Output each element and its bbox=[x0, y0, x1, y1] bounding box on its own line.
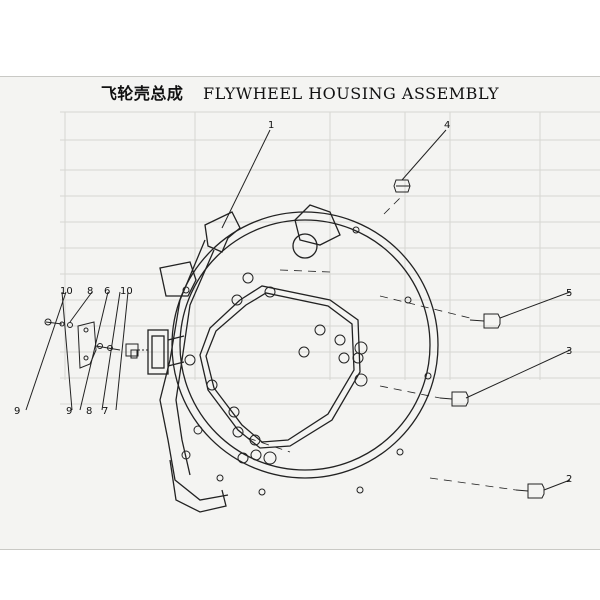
callout-9-left: 9 bbox=[14, 406, 20, 417]
housing-outer-flange bbox=[171, 211, 439, 479]
flywheel-housing bbox=[147, 204, 439, 513]
housing-side-plate bbox=[147, 329, 169, 375]
callout-1: 1 bbox=[268, 120, 274, 131]
exploded-right-parts bbox=[393, 179, 545, 499]
housing-left-wall-inner bbox=[175, 249, 215, 476]
callouts: 1 4 5 3 2 10 8 6 10 9 9 8 7 bbox=[14, 120, 572, 485]
housing-left-bracket bbox=[159, 261, 197, 297]
alignment-lines bbox=[247, 197, 517, 491]
ghost-table bbox=[60, 111, 600, 405]
washer-10-upper bbox=[59, 321, 65, 327]
bolt-3 bbox=[451, 391, 469, 407]
bolt-9-upper bbox=[45, 321, 63, 325]
callout-8-bottom: 8 bbox=[86, 406, 92, 417]
housing-holes bbox=[181, 226, 432, 496]
title-english: FLYWHEEL HOUSING ASSEMBLY bbox=[202, 84, 500, 103]
leader-lines bbox=[25, 129, 571, 491]
plug-4 bbox=[393, 179, 411, 193]
housing-inner-window-lip bbox=[205, 292, 355, 443]
housing-top-left-flange bbox=[204, 211, 241, 253]
exploded-left-parts bbox=[44, 318, 150, 369]
callout-10-left: 10 bbox=[60, 286, 73, 297]
paper-sheet bbox=[0, 76, 600, 550]
callout-6: 6 bbox=[104, 286, 110, 297]
callout-10-right: 10 bbox=[120, 286, 133, 297]
part-7 bbox=[130, 349, 138, 359]
cover-plate bbox=[77, 321, 97, 369]
callout-3: 3 bbox=[566, 346, 572, 357]
title-chinese: 飞轮壳总成 bbox=[100, 84, 184, 103]
callout-9-right: 9 bbox=[66, 406, 72, 417]
washer-8-lower bbox=[107, 345, 113, 351]
housing-left-wall bbox=[159, 239, 229, 501]
bolt-2 bbox=[527, 483, 545, 499]
housing-side-plate-inner bbox=[151, 335, 165, 369]
callout-8-top: 8 bbox=[87, 286, 93, 297]
callout-2: 2 bbox=[566, 474, 572, 485]
washer-8-upper bbox=[67, 322, 73, 328]
callout-7: 7 bbox=[102, 406, 108, 417]
callout-5: 5 bbox=[566, 288, 572, 299]
housing-top-port bbox=[292, 233, 318, 259]
housing-top-boss bbox=[294, 204, 341, 246]
housing-inner-window bbox=[199, 285, 361, 449]
housing-inner-ring bbox=[179, 219, 431, 471]
page-title: 飞轮壳总成 FLYWHEEL HOUSING ASSEMBLY bbox=[0, 80, 600, 104]
bolt-5 bbox=[483, 313, 501, 329]
callout-4: 4 bbox=[444, 120, 450, 131]
housing-bottom-block bbox=[169, 459, 227, 513]
